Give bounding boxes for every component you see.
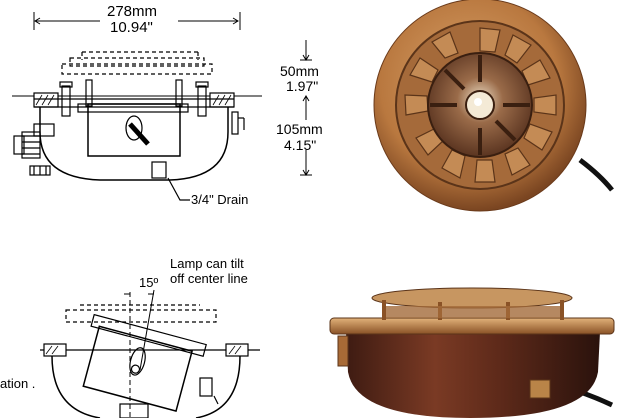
width-in-label: 10.94" (110, 19, 153, 36)
height-lower-mm-label: 105mm (276, 121, 323, 137)
tilt-label-line1: Lamp can tilt (170, 256, 244, 271)
tilt-label-line2: off center line (170, 271, 248, 286)
cut-off-text: ation . (0, 376, 36, 391)
width-mm-label: 278mm (107, 3, 158, 20)
drain-label: 3/4" Drain (191, 192, 249, 207)
height-upper-mm-label: 50mm (280, 63, 319, 79)
tilt-angle-label: 15º (139, 275, 159, 290)
height-upper-in-label: 1.97" (286, 78, 319, 94)
height-lower-in-label: 4.15" (284, 137, 317, 153)
